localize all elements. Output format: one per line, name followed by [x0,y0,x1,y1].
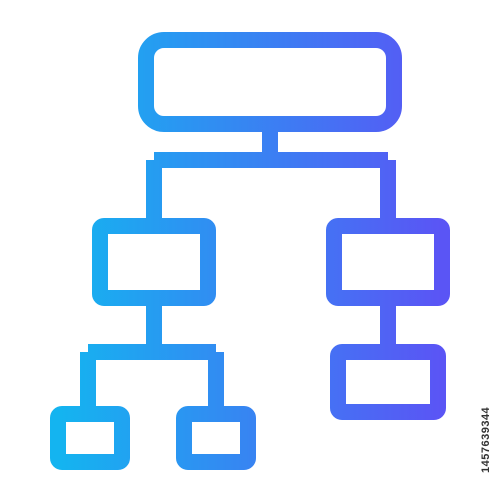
left-connector [80,298,224,414]
bottom-left-node-box [50,406,130,470]
top-connector [146,124,396,226]
right-bottom-node-box [330,344,446,420]
bottom-middle-node-box [176,406,256,470]
top-node-box [138,32,402,132]
left-node-box [92,218,216,306]
right-node-box [326,218,450,306]
stock-id-watermark: 1457639344 [480,406,492,474]
